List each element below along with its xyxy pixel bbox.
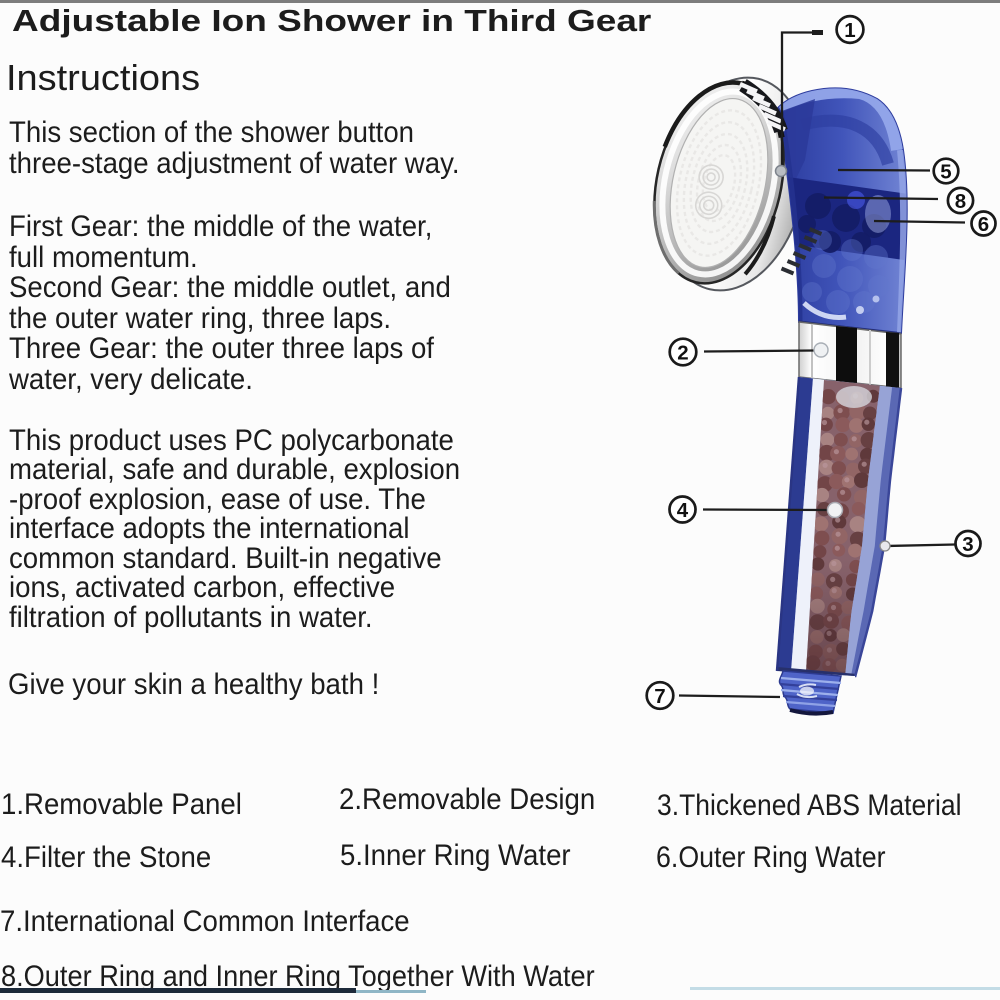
svg-text:3: 3 [962, 533, 973, 556]
svg-text:2: 2 [677, 341, 688, 364]
svg-text:8: 8 [955, 190, 966, 213]
svg-text:1: 1 [844, 19, 855, 42]
svg-text:6: 6 [978, 213, 989, 236]
svg-text:4: 4 [677, 499, 689, 522]
svg-text:7: 7 [654, 685, 665, 708]
svg-text:5: 5 [940, 160, 951, 183]
